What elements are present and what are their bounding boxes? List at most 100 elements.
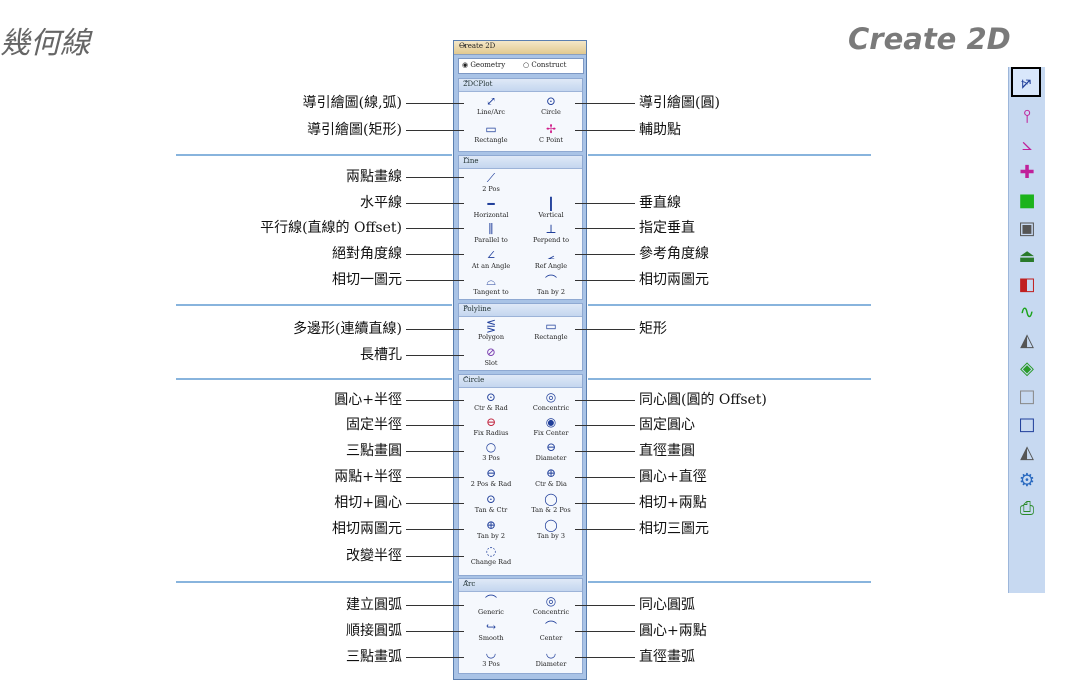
section-title: Line — [463, 157, 479, 165]
tool-parallel[interactable]: ∥Parallel to — [461, 222, 521, 244]
tool-slot[interactable]: ⊘Slot — [461, 345, 521, 367]
tool-concentric-arc[interactable]: ◎Concentric — [521, 594, 581, 616]
blank-square-icon[interactable]: □ — [1018, 385, 1036, 407]
tool-tan-by-2-circle[interactable]: ⊕Tan by 2 — [461, 518, 521, 540]
tool-change-rad[interactable]: ◌Change Rad — [461, 544, 521, 566]
tool-circle[interactable]: ⊙Circle — [521, 94, 581, 116]
callout-label: 圓心+直徑 — [639, 469, 707, 485]
tool-ref-angle[interactable]: ⦟Ref Angle — [521, 248, 581, 270]
c-point-icon: ✢ — [545, 122, 557, 136]
tool-vertical[interactable]: ┃Vertical — [521, 197, 581, 219]
tool-tan-by-3[interactable]: ◯Tan by 3 — [521, 518, 581, 540]
tool-2-pos-rad[interactable]: ⊖2 Pos & Rad — [461, 466, 521, 488]
tool-3-pos[interactable]: ○3 Pos — [461, 440, 521, 462]
tool-horizontal[interactable]: ━Horizontal — [461, 197, 521, 219]
tool-diameter-arc[interactable]: ◡Diameter — [521, 646, 581, 668]
collapse-icon[interactable]: ⌃ — [463, 156, 470, 165]
three-point-arc-icon: ◡ — [485, 646, 497, 660]
section-header-2dcplot[interactable]: 2DCPlot⌃ — [459, 79, 582, 92]
surface-icon[interactable]: ◭ — [1020, 329, 1034, 351]
panel-title-bar[interactable]: Create 2D ⇥ — [454, 41, 586, 55]
solid-edit-icon[interactable]: ◧ — [1018, 273, 1036, 295]
two-point-radius-icon: ⊖ — [485, 466, 497, 480]
leader-line — [406, 605, 464, 606]
rectangle-green-icon[interactable]: ■ — [1018, 189, 1036, 211]
machining-icon[interactable]: ◭ — [1020, 441, 1034, 463]
leader-line — [575, 130, 635, 131]
perpendicular-icon: ⊥ — [545, 222, 557, 236]
tool-ctr-rad[interactable]: ⊙Ctr & Rad — [461, 390, 521, 412]
section-title: 2DCPlot — [463, 80, 493, 88]
collapse-icon[interactable]: ⌃ — [463, 79, 470, 88]
callout-label: 水平線 — [360, 195, 402, 211]
tool-rectangle-poly[interactable]: ▭Rectangle — [521, 319, 581, 341]
solid-box-icon[interactable]: ▣ — [1018, 217, 1036, 239]
tool-label: Vertical — [538, 211, 564, 219]
gear-icon[interactable]: ⚙ — [1018, 469, 1036, 491]
ref-angle-icon: ⦟ — [547, 248, 555, 262]
section-2dcplot: 2DCPlot⌃ ⤢Line/Arc ⊙Circle ▭Rectangle ✢C… — [458, 78, 583, 152]
printer-icon[interactable]: ⎙ — [1019, 497, 1035, 519]
trim-icon[interactable]: ✚ — [1019, 161, 1035, 183]
radio-geometry[interactable]: ◉ Geometry — [462, 61, 506, 69]
tool-label: 3 Pos — [482, 454, 500, 462]
callout-label: 順接圓弧 — [346, 623, 402, 639]
fillet-icon[interactable]: ⦣ — [1021, 133, 1033, 155]
callout-label: 固定半徑 — [346, 417, 402, 433]
fix-center-icon: ◉ — [545, 415, 557, 429]
curve-icon[interactable]: ∿ — [1019, 301, 1035, 323]
pin-icon[interactable]: ⇥ — [459, 41, 466, 50]
geometry-line-icon[interactable]: ⦬ — [1011, 67, 1041, 97]
tool-3-pos-arc[interactable]: ◡3 Pos — [461, 646, 521, 668]
tool-ctr-dia[interactable]: ⊕Ctr & Dia — [521, 466, 581, 488]
mesh-icon[interactable]: ◈ — [1020, 357, 1034, 379]
rectangle-icon: ▭ — [485, 122, 497, 136]
callout-label: 相切三圖元 — [639, 521, 709, 537]
leader-line — [406, 425, 464, 426]
tool-label: Ctr & Rad — [474, 404, 508, 412]
tool-at-angle[interactable]: ∠At an Angle — [461, 248, 521, 270]
frame-square-icon[interactable]: □ — [1018, 413, 1036, 435]
tool-tan-2-pos[interactable]: ◯Tan & 2 Pos — [521, 492, 581, 514]
section-header-circle[interactable]: Circle⌃ — [459, 375, 582, 388]
collapse-icon[interactable]: ⌃ — [463, 375, 470, 384]
separator-line — [588, 378, 871, 380]
tool-center-arc[interactable]: ⌒Center — [521, 620, 581, 642]
tool-polygon[interactable]: ⋚Polygon — [461, 319, 521, 341]
tool-tan-by-2[interactable]: ⌒Tan by 2 — [521, 274, 581, 296]
tool-line-arc[interactable]: ⤢Line/Arc — [461, 94, 521, 116]
tool-label: At an Angle — [471, 262, 511, 270]
leader-line — [406, 631, 464, 632]
tool-tangent[interactable]: ⌓Tangent to — [461, 274, 521, 296]
callout-label: 導引繪圖(矩形) — [307, 122, 402, 138]
tool-label: Diameter — [535, 660, 567, 668]
tool-diameter[interactable]: ⊖Diameter — [521, 440, 581, 462]
collapse-icon[interactable]: ⌃ — [463, 304, 470, 313]
radio-construct[interactable]: ○ Construct — [523, 61, 567, 69]
tool-generic-arc[interactable]: ⌒Generic — [461, 594, 521, 616]
tool-fix-center[interactable]: ◉Fix Center — [521, 415, 581, 437]
callout-label: 兩點畫線 — [346, 169, 402, 185]
tool-label: Tan & 2 Pos — [531, 506, 571, 514]
tool-tan-ctr[interactable]: ⊙Tan & Ctr — [461, 492, 521, 514]
callout-label: 參考角度線 — [639, 246, 709, 262]
tool-rectangle[interactable]: ▭Rectangle — [461, 122, 521, 144]
tool-label: Tan by 2 — [537, 288, 565, 296]
tool-2-pos[interactable]: ⟋2 Pos — [461, 171, 521, 193]
tool-fix-radius[interactable]: ⊖Fix Radius — [461, 415, 521, 437]
callout-label: 建立圓弧 — [346, 597, 402, 613]
tool-perpend[interactable]: ⊥Perpend to — [521, 222, 581, 244]
tool-c-point[interactable]: ✢C Point — [521, 122, 581, 144]
tool-concentric[interactable]: ◎Concentric — [521, 390, 581, 412]
section-header-polyline[interactable]: Polyline⌃ — [459, 304, 582, 317]
leader-line — [406, 451, 464, 452]
fix-radius-icon: ⊖ — [485, 415, 497, 429]
extrude-icon[interactable]: ⏏ — [1018, 245, 1036, 267]
section-header-arc[interactable]: Arc⌃ — [459, 579, 582, 592]
collapse-icon[interactable]: ⌃ — [463, 579, 470, 588]
section-header-line[interactable]: Line⌃ — [459, 156, 582, 169]
callout-label: 改變半徑 — [346, 548, 402, 564]
section-arc: Arc⌃ ⌒Generic ◎Concentric ↪Smooth ⌒Cente… — [458, 578, 583, 674]
geometry-arc-icon[interactable]: ⫯ — [1023, 105, 1031, 127]
tool-smooth-arc[interactable]: ↪Smooth — [461, 620, 521, 642]
